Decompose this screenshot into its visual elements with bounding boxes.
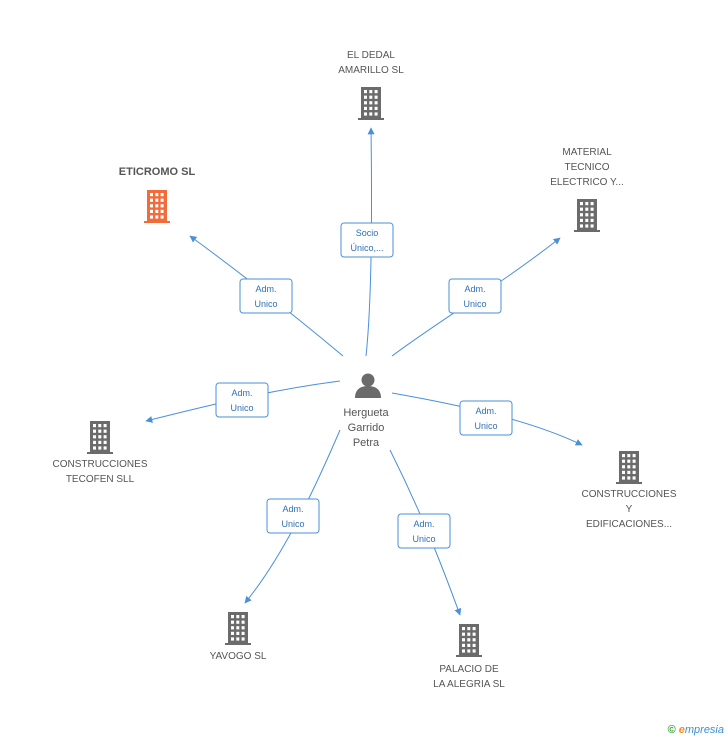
person-name[interactable]: Hergueta (343, 407, 389, 419)
relation-box[interactable] (459, 400, 513, 436)
building-icon (225, 612, 251, 645)
relation-box[interactable] (239, 278, 293, 314)
copyright-icon: © (667, 724, 676, 736)
company-name[interactable]: TECNICO (565, 162, 610, 173)
brand-logo-text: mpresia (684, 724, 724, 736)
relation-label-eticromo[interactable]: Adm. Unico (239, 278, 293, 314)
relation-label-yavogo[interactable]: Adm. Unico (266, 498, 320, 534)
company-name[interactable]: TECOFEN SLL (66, 474, 135, 485)
relation-label-palacio-alegria[interactable]: Adm. Unico (397, 513, 451, 549)
relation-text: Unico (474, 421, 497, 431)
company-name[interactable]: AMARILLO SL (338, 65, 404, 76)
relation-text: Unico (281, 519, 304, 529)
company-name[interactable]: YAVOGO SL (210, 651, 267, 662)
relation-box[interactable] (448, 278, 502, 314)
company-node-construcciones-tecofen[interactable]: CONSTRUCCIONES TECOFEN SLL (52, 421, 148, 485)
person-name[interactable]: Garrido (348, 422, 385, 434)
building-icon (87, 421, 113, 454)
company-name[interactable]: ETICROMO SL (119, 166, 196, 178)
relation-box[interactable] (397, 513, 451, 549)
person-icon (355, 373, 381, 398)
building-icon (358, 87, 384, 120)
relation-text: Adm. (475, 406, 496, 416)
building-icon (456, 624, 482, 657)
company-name[interactable]: ELECTRICO Y... (550, 177, 624, 188)
relation-text: Unico (230, 403, 253, 413)
relation-text: Unico (254, 299, 277, 309)
relation-text: Único,... (350, 243, 383, 253)
relation-text: Adm. (464, 284, 485, 294)
company-name[interactable]: CONSTRUCCIONES (581, 489, 676, 500)
company-name[interactable]: EDIFICACIONES... (586, 519, 672, 530)
footer-brand: ©empresia (668, 724, 724, 736)
company-name[interactable]: EL DEDAL (347, 50, 395, 61)
relation-text: Adm. (282, 504, 303, 514)
relation-label-material-tecnico[interactable]: Adm. Unico (448, 278, 502, 314)
company-name[interactable]: CONSTRUCCIONES (52, 459, 147, 470)
relation-box[interactable] (340, 222, 394, 258)
relation-box[interactable] (266, 498, 320, 534)
company-node-material-tecnico[interactable]: MATERIAL TECNICO ELECTRICO Y... (550, 147, 624, 232)
company-node-yavogo[interactable]: YAVOGO SL (210, 612, 267, 662)
company-node-eticromo[interactable]: ETICROMO SL (119, 166, 196, 223)
company-name[interactable]: Y (626, 504, 633, 515)
relation-text: Unico (463, 299, 486, 309)
building-icon (574, 199, 600, 232)
brand-logo-e: e (678, 724, 685, 736)
company-node-construcciones-edificaciones[interactable]: CONSTRUCCIONES Y EDIFICACIONES... (581, 451, 677, 530)
relation-text: Adm. (231, 388, 252, 398)
relation-text: Socio (356, 228, 379, 238)
relation-text: Adm. (255, 284, 276, 294)
relation-text: Unico (412, 534, 435, 544)
relation-label-construcciones-tecofen[interactable]: Adm. Unico (215, 382, 269, 418)
building-icon (616, 451, 642, 484)
relation-label-el-dedal[interactable]: SocioÚnico,... (340, 222, 394, 258)
relation-box[interactable] (215, 382, 269, 418)
company-name[interactable]: MATERIAL (562, 147, 612, 158)
relation-text: Adm. (413, 519, 434, 529)
building-icon (144, 190, 170, 223)
person-name[interactable]: Petra (353, 437, 380, 449)
company-node-el-dedal[interactable]: EL DEDAL AMARILLO SL (338, 50, 404, 120)
relation-label-construcciones-edificaciones[interactable]: Adm. Unico (459, 400, 513, 436)
company-node-palacio-alegria[interactable]: PALACIO DE LA ALEGRIA SL (433, 624, 505, 690)
company-name[interactable]: PALACIO DE (439, 664, 499, 675)
company-name[interactable]: LA ALEGRIA SL (433, 679, 505, 690)
